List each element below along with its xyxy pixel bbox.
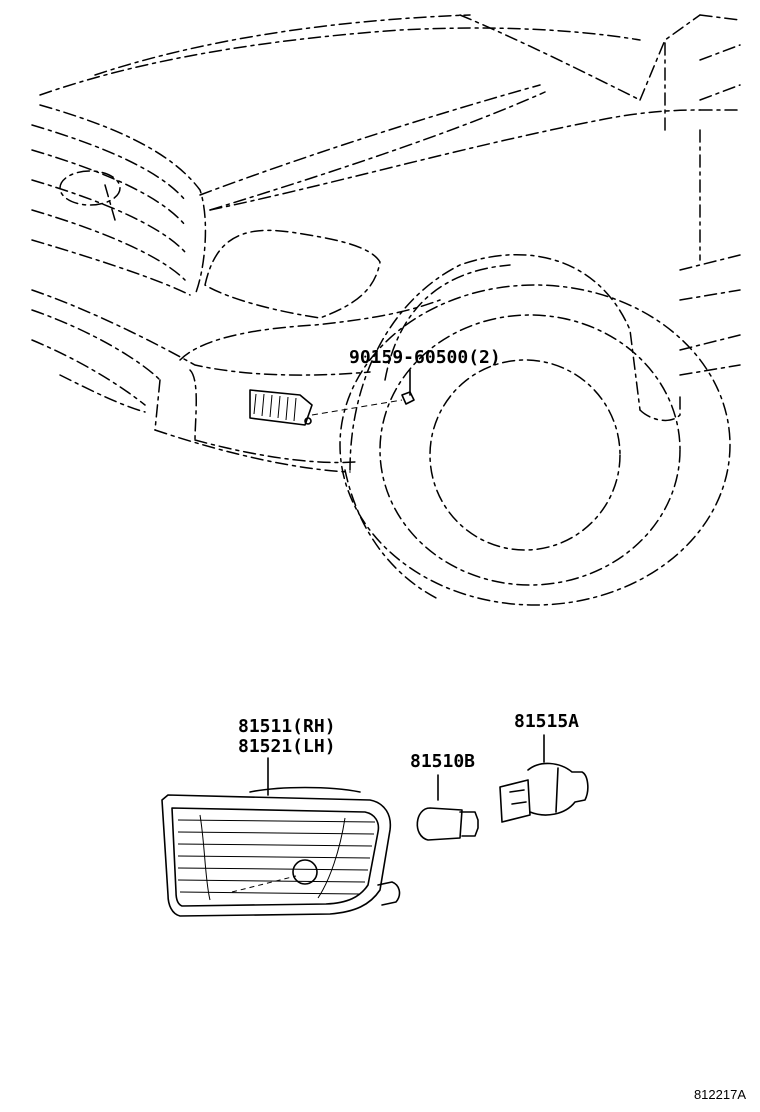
socket-part-number: 81515A [514,711,580,732]
side-lamp-assembly [161,757,401,917]
bulb-part-number: 81510B [410,751,476,772]
lamp-lh-part-number: 81521(LH) [238,736,336,757]
bulb-part [416,774,479,841]
vehicle-outline [31,14,741,606]
installed-side-lamp [249,389,313,426]
socket-part [499,734,589,823]
illustration-code: 812217A [693,1087,746,1102]
screw-part-number: 90159-60500(2) [349,347,501,368]
lamp-rh-part-number: 81511(RH) [238,716,336,737]
lens-ribs [177,819,376,895]
screw-callout [311,369,415,416]
